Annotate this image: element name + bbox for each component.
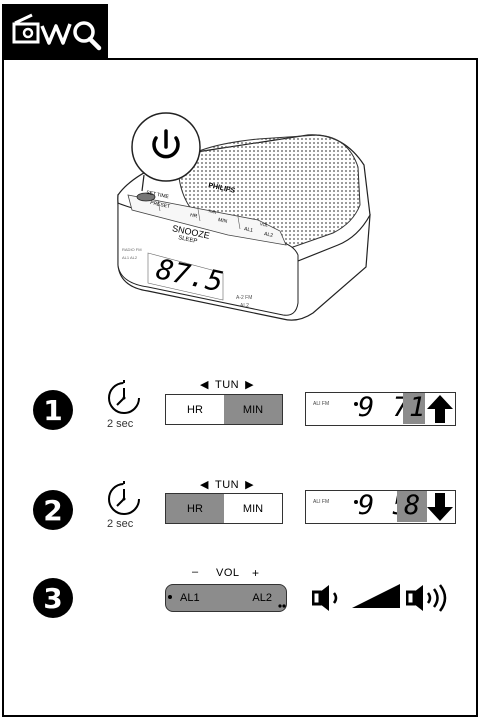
- rocker-dots-right-icon: [278, 595, 286, 608]
- tun-left-arrow-icon: ◀: [200, 479, 209, 491]
- al2-label: AL2: [252, 592, 272, 604]
- device-hr-label: HR: [189, 212, 198, 220]
- tun-right-arrow-icon: ▶: [245, 479, 255, 491]
- arrow-down-icon: [427, 493, 453, 526]
- page-frame: [2, 58, 478, 717]
- lcd-digits-main: 9 7: [358, 392, 410, 423]
- device-pm-fm: A-2 FM: [236, 295, 253, 301]
- vol-minus-label: –: [192, 566, 199, 578]
- speaker-high-icon: [405, 583, 448, 618]
- lcd-display: ALI FM 9 5 . 8: [305, 490, 456, 524]
- lcd-digit-highlight: 1: [409, 392, 427, 423]
- al-indicator: AL1 AL2: [122, 255, 138, 260]
- tun-left-arrow-icon: ◀: [200, 379, 209, 391]
- lcd-digit-highlight: 8: [404, 490, 422, 521]
- timer-icon: [104, 477, 144, 517]
- tun-right-arrow-icon: ▶: [245, 379, 255, 391]
- volume-ramp-icon: [352, 584, 400, 613]
- vol-rocker[interactable]: AL1 AL2: [165, 584, 287, 612]
- min-button[interactable]: MIN: [242, 502, 264, 515]
- device-al-small: AL2: [240, 303, 249, 309]
- step-number-2: 2: [33, 490, 73, 530]
- vol-plus-label: +: [252, 566, 260, 580]
- tun-label: TUN: [214, 378, 240, 391]
- lcd-dot-icon: [354, 402, 358, 406]
- lcd-highlight: [403, 393, 425, 424]
- timer-icon: [104, 376, 144, 416]
- al1-label: AL1: [180, 592, 200, 604]
- duration-label: 2 sec: [107, 418, 134, 430]
- step-number-3: 3: [33, 578, 73, 618]
- hr-min-buttons: HR MIN: [165, 493, 283, 524]
- header-tab: [2, 4, 108, 58]
- radio-search-icon: [12, 13, 102, 51]
- hr-button[interactable]: HR: [187, 403, 203, 416]
- rocker-dot-left-icon: [168, 595, 172, 599]
- arrow-up-icon: [427, 395, 453, 428]
- lcd-dot-icon: [354, 500, 358, 504]
- tun-header: ◀ TUN ▶: [200, 478, 255, 492]
- lcd-label: ALI FM: [313, 499, 330, 505]
- fm-indicator: RADIO FM: [122, 247, 142, 252]
- hr-button[interactable]: HR: [166, 494, 224, 523]
- duration-label: 2 sec: [107, 518, 134, 530]
- lcd-highlight: [397, 491, 427, 522]
- vol-label: VOL: [216, 567, 240, 579]
- hr-min-buttons: HR MIN: [165, 394, 283, 425]
- lcd-label: ALI FM: [313, 401, 330, 407]
- clock-radio-illustration: PHILIPS SET TIME PRESET TUN HR MIN VOL A…: [108, 105, 383, 330]
- min-button[interactable]: MIN: [224, 395, 282, 424]
- tun-label: TUN: [214, 478, 240, 491]
- tun-header: ◀ TUN ▶: [200, 378, 255, 392]
- step-number-1: 1: [33, 390, 73, 430]
- speaker-low-icon: [311, 583, 344, 618]
- lcd-display: ALI FM 9 7 . 1: [305, 392, 456, 426]
